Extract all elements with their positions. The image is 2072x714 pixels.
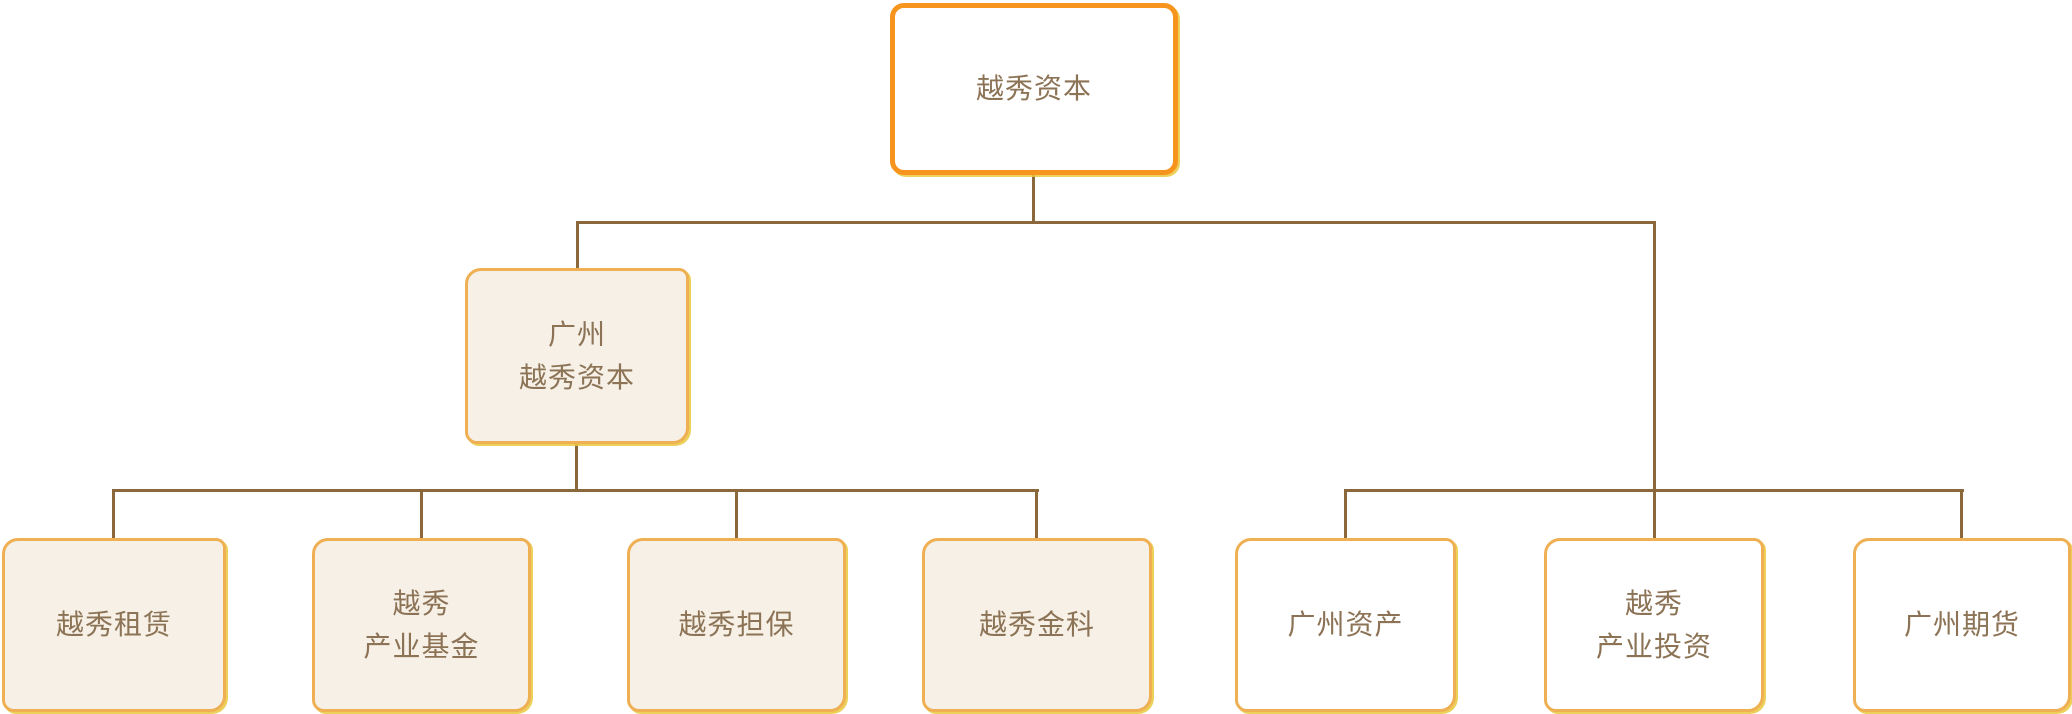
connector-drop-industrial-fund [420,489,423,539]
org-node-yuexiu-industrial-investment: 越秀 产业投资 [1544,538,1764,712]
connector-root-stem [1032,175,1035,223]
connector-level1-left-drop [576,221,579,269]
org-node-label: 越秀 产业投资 [1595,587,1712,662]
org-node-label: 广州期货 [1903,609,2020,641]
org-node-yuexiu-capital: 越秀资本 [890,3,1178,175]
org-node-label: 越秀担保 [678,609,795,641]
org-node-yuexiu-guarantee: 越秀担保 [627,538,846,712]
connector-drop-guarantee [735,489,738,539]
connector-drop-futures [1960,489,1963,539]
connector-gzyx-stem [575,442,578,491]
org-node-label: 广州资产 [1287,609,1404,641]
org-node-label: 越秀资本 [975,73,1092,105]
org-node-label: 广州 越秀资本 [518,318,635,393]
org-node-yuexiu-fintech: 越秀金科 [922,538,1152,712]
org-node-guangzhou-asset: 广州资产 [1235,538,1456,712]
org-node-label: 越秀金科 [978,609,1095,641]
connector-right-group-horizontal [1344,489,1964,492]
org-node-label: 越秀 产业基金 [363,587,480,662]
connector-drop-fintech [1035,489,1038,539]
connector-level1-right-drop [1653,221,1656,539]
connector-level1-horizontal [576,221,1656,224]
connector-drop-asset [1344,489,1347,539]
org-node-label: 越秀租赁 [55,609,172,641]
org-node-guangzhou-yuexiu-capital: 广州 越秀资本 [465,268,689,444]
org-node-yuexiu-industrial-fund: 越秀 产业基金 [312,538,531,712]
connector-drop-leasing [112,489,115,539]
connector-left-group-horizontal [112,489,1039,492]
org-node-yuexiu-leasing: 越秀租赁 [2,538,226,712]
org-node-guangzhou-futures: 广州期货 [1853,538,2071,712]
